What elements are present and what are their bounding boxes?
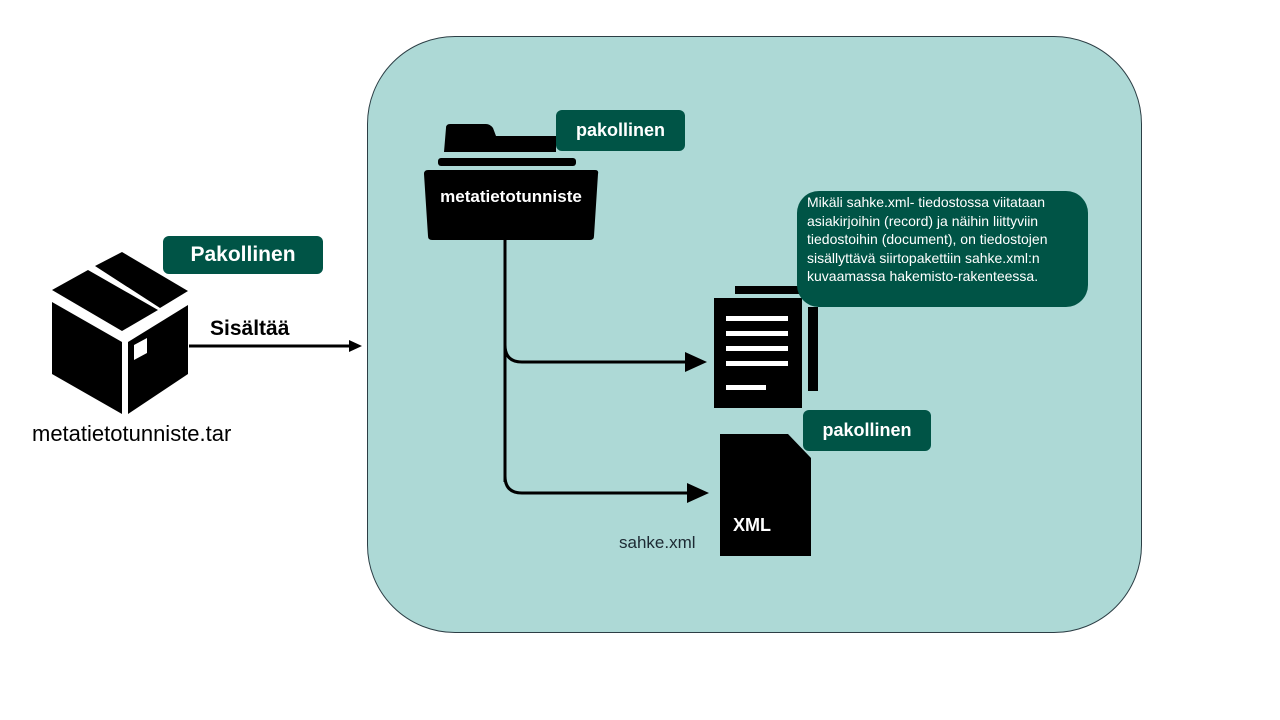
package-box-icon <box>52 252 188 414</box>
xml-required-badge: pakollinen <box>803 410 931 451</box>
package-required-badge: Pakollinen <box>163 236 323 274</box>
package-filename: metatietotunniste.tar <box>32 421 232 446</box>
folder-label: metatietotunniste <box>440 187 582 206</box>
xml-file-icon <box>720 434 811 556</box>
folder-connectors <box>503 238 709 503</box>
records-note-callout: Mikäli sahke.xml- tiedostossa viitataan … <box>797 191 1088 307</box>
contains-label: Sisältää <box>210 317 290 340</box>
contains-arrow <box>189 340 362 352</box>
documents-icon <box>714 286 818 408</box>
folder-required-badge: pakollinen <box>556 110 685 151</box>
xml-icon-text: XML <box>733 515 771 535</box>
xml-filename: sahke.xml <box>619 533 696 552</box>
folder-icon <box>424 124 599 240</box>
